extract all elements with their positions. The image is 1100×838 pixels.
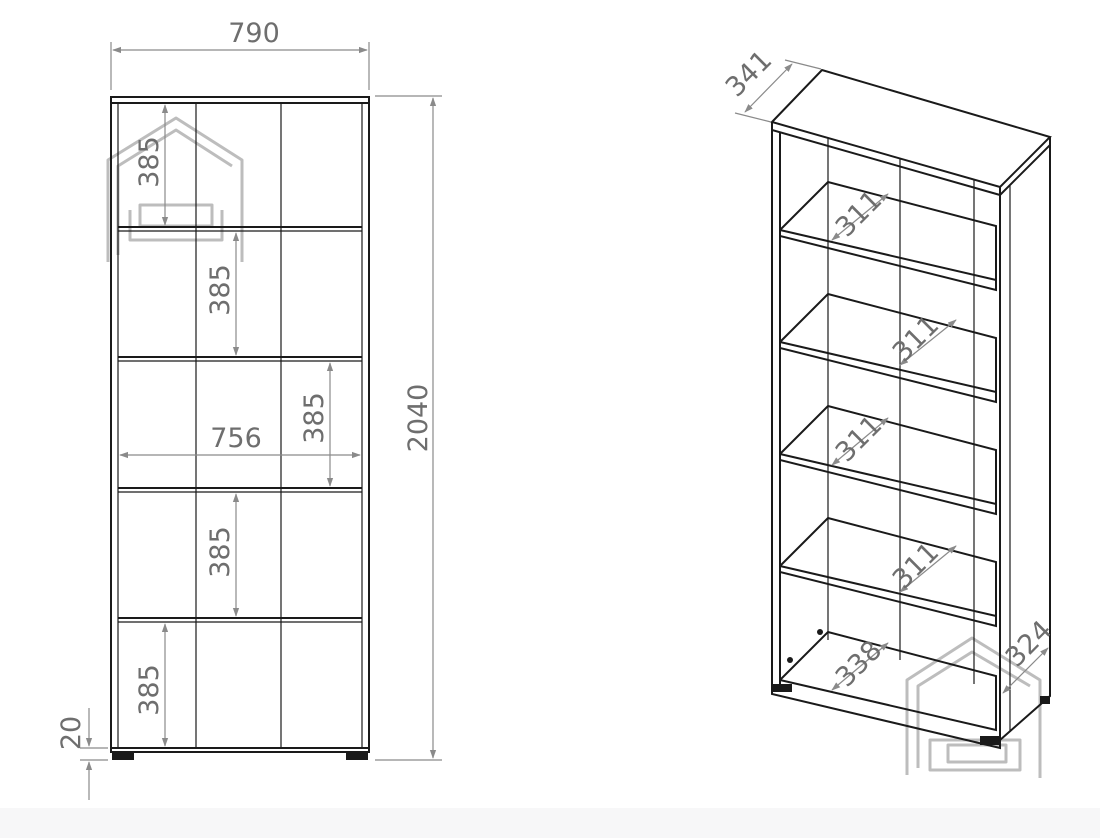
cabinet-outline — [110, 96, 370, 753]
front-foot-right — [346, 752, 368, 760]
bottom-strip — [0, 808, 1100, 838]
front-view: 790 2040 756 385 385 385 385 385 20 — [56, 18, 442, 800]
inner-width-dimension-label: 756 — [210, 423, 262, 454]
height-dimension-label: 2040 — [403, 384, 434, 453]
perspective-foot-left — [772, 684, 792, 692]
compartment-5-height-label: 385 — [134, 664, 165, 716]
compartment-4-height-label: 385 — [205, 526, 236, 578]
depth-dimension-label: 341 — [720, 45, 778, 103]
plinth-dimension-label: 20 — [56, 716, 87, 750]
compartment-2-height-label: 385 — [205, 264, 236, 316]
compartment-1-height-label: 385 — [134, 136, 165, 188]
front-foot-left — [112, 752, 134, 760]
perspective-shelves — [771, 180, 1001, 750]
shelf-2-depth-label: 311 — [887, 310, 945, 368]
perspective-view: 341 311 311 311 311 338 324 — [720, 45, 1058, 778]
top-panel — [770, 68, 1052, 197]
compartment-3-height-label: 385 — [299, 392, 330, 444]
width-dimension-label: 790 — [228, 18, 280, 49]
sofa-house-watermark-icon — [106, 116, 244, 262]
perspective-foot-right — [980, 736, 1000, 745]
front-shelves — [111, 226, 369, 749]
